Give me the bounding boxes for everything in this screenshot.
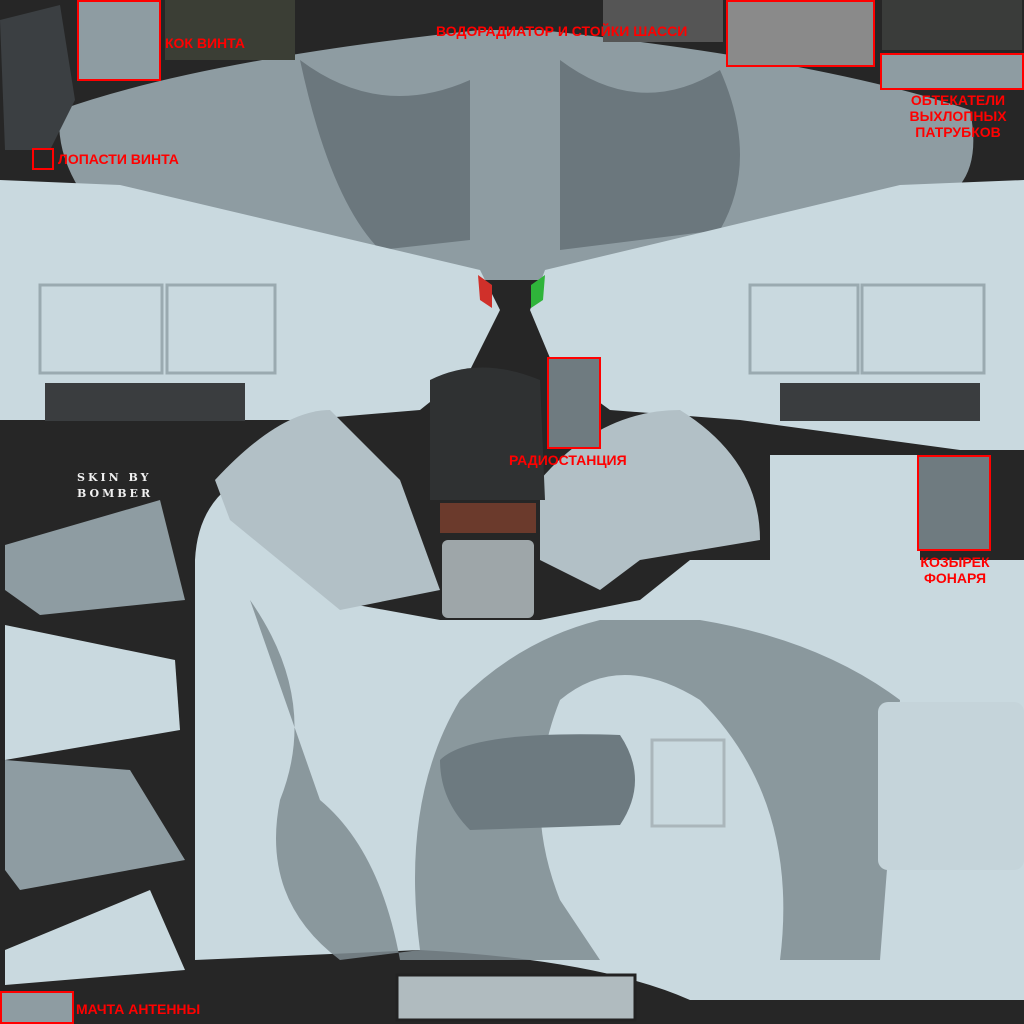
signature-line2: BOMBER: [77, 487, 154, 500]
exhaust-photo: [882, 0, 1022, 50]
left-gear-door: [215, 410, 440, 610]
canopy-frame-piece: [770, 455, 920, 560]
canopy-highlight: [917, 455, 991, 551]
label-radio: РАДИОСТАНЦИЯ: [509, 452, 627, 468]
wing-camo: [300, 60, 740, 250]
label-blades: ЛОПАСТИ ВИНТА: [58, 151, 179, 167]
right-wing-panel: [530, 180, 1024, 450]
nav-light-red: [478, 275, 492, 308]
skin-signature: SKIN BY BOMBER: [77, 470, 153, 502]
armor-plate: [442, 540, 534, 618]
signature-line1: SKIN BY: [77, 471, 152, 484]
stabilizer-2: [5, 625, 180, 760]
engine-photo: [165, 0, 295, 60]
blades-highlight: [32, 148, 54, 170]
instrument-panel: [430, 367, 545, 500]
canopy-swatch: [918, 456, 990, 550]
stabilizer-4: [5, 890, 185, 985]
antenna-swatch: [0, 992, 72, 1024]
radio-swatch: [548, 358, 600, 448]
radio-highlight: [547, 357, 601, 449]
radiator-strip: [603, 0, 723, 42]
nav-light-green: [531, 275, 545, 308]
label-canopy: КОЗЫРЕК ФОНАРЯ: [905, 554, 1005, 586]
exhaust-swatch: [882, 55, 1022, 88]
label-exhaust-line2: ВЫХЛОПНЫХ: [909, 108, 1007, 124]
spinner-highlight: [77, 0, 161, 81]
tail-part: [878, 702, 1024, 870]
right-hatch-2: [860, 283, 986, 375]
tailwheel-strip: [395, 973, 637, 1022]
label-canopy-line1: КОЗЫРЕК: [920, 554, 990, 570]
gear-photo: [728, 2, 873, 65]
right-vents: [780, 383, 980, 421]
label-radiator: ВОДОРАДИАТОР И СТОЙКИ ШАССИ: [436, 23, 688, 39]
label-exhaust-line3: ПАТРУБКОВ: [915, 124, 1001, 140]
left-hatch-2: [165, 283, 277, 375]
spinner-swatch: [78, 2, 160, 80]
access-hatch: [650, 738, 726, 828]
left-wing-panel: [0, 180, 500, 420]
stabilizer-3: [5, 760, 185, 890]
label-exhaust: ОБТЕКАТЕЛИ ВЫХЛОПНЫХ ПАТРУБКОВ: [892, 92, 1024, 140]
label-exhaust-line1: ОБТЕКАТЕЛИ: [910, 92, 1006, 108]
label-spinner: КОК ВИНТА: [165, 35, 245, 51]
left-hatch-1: [38, 283, 164, 375]
radiator-grille: [440, 503, 536, 533]
blade-piece: [0, 5, 75, 150]
gear-highlight: [726, 0, 875, 67]
right-gear-door: [540, 410, 760, 590]
fuselage-camo: [250, 600, 900, 960]
label-canopy-line2: ФОНАРЯ: [923, 570, 987, 586]
left-vents: [45, 383, 245, 421]
upper-wing-top: [59, 30, 974, 280]
belly-panel: [440, 734, 635, 830]
stabilizer-1: [5, 500, 185, 615]
label-antenna: МАЧТА АНТЕННЫ: [76, 1001, 201, 1017]
right-hatch-1: [748, 283, 860, 375]
antenna-highlight: [0, 991, 74, 1024]
exhaust-highlight: [880, 53, 1024, 90]
